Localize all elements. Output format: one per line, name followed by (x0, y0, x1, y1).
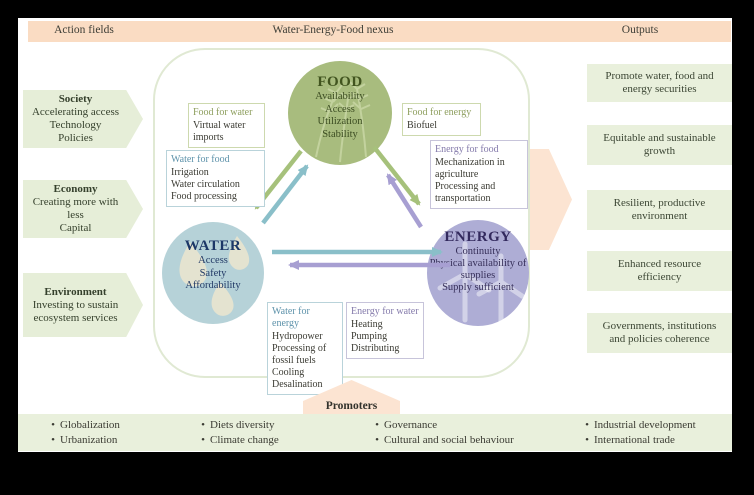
promoter-item: Cultural and social behaviour (384, 434, 514, 446)
promoters-column: • Diets diversity • Climate change (196, 418, 356, 448)
link-box-food-for-water: Food for water Virtual water imports (188, 103, 265, 148)
action-field-line: Policies (58, 132, 93, 144)
bullet-icon: • (51, 434, 55, 446)
link-box-water-for-food: Water for food Irrigation Water circulat… (166, 150, 265, 207)
header-action-fields: Action fields (54, 24, 114, 36)
water-drops-icon (179, 236, 250, 316)
link-box-item: Hydropower (272, 331, 323, 342)
promoter-item: Diets diversity (210, 419, 275, 431)
action-field-title: Society (58, 93, 93, 105)
link-box-header: Food for energy (407, 107, 472, 118)
promoter-item: Industrial development (594, 419, 696, 431)
node-food: FOOD Availability Access Utilization Sta… (288, 61, 392, 165)
promoters-column: • Governance • Cultural and social behavio… (370, 418, 575, 448)
action-field-line: Technology (49, 119, 102, 131)
link-box-item: Water circulation (171, 179, 240, 190)
link-box-food-for-energy: Food for energy Biofuel (402, 103, 481, 136)
node-water-title: WATER (184, 238, 242, 254)
node-food-item: Access (325, 103, 355, 115)
link-box-item: Food processing (171, 191, 237, 202)
link-box-item: Processing of fossil fuels (272, 343, 327, 366)
wind-turbine-icon (437, 241, 525, 326)
link-box-water-for-energy: Water for energy Hydropower Processing o… (267, 302, 343, 395)
link-box-header: Food for water (193, 107, 253, 118)
node-water: WATER Access Safety Affordability (162, 222, 264, 324)
bullet-icon: • (51, 419, 55, 431)
link-box-header: Water for food (171, 154, 230, 165)
link-box-energy-for-water: Energy for water Heating Pumping Distrib… (346, 302, 424, 359)
action-field-line: Accelerating access (31, 106, 120, 118)
node-water-item: Affordability (185, 280, 241, 291)
action-field-title: Economy (53, 183, 98, 195)
link-box-header: Water for energy (272, 306, 310, 329)
promoter-item: Urbanization (60, 434, 118, 446)
output-box: Promote water, food and energy securitie… (587, 64, 732, 102)
action-field-environment: Environment Investing to sustain ecosyst… (23, 273, 143, 337)
action-field-line: Creating more with less (32, 196, 119, 221)
action-field-line: Capital (59, 222, 92, 234)
node-water-item: Safety (199, 267, 227, 279)
node-energy-item: Physical availability of supplies (429, 258, 527, 281)
bullet-icon: • (375, 434, 379, 446)
link-box-item: Desalination (272, 379, 323, 390)
promoters-bar: • Globalization • Urbanization • Diets dive… (18, 414, 732, 451)
node-water-text: WATER Access Safety Affordability (162, 238, 264, 293)
action-field-economy: Economy Creating more with less Capital (23, 180, 143, 238)
link-box-item: Mechanization in agriculture (435, 157, 505, 180)
link-box-item: Processing and transportation (435, 181, 496, 204)
link-box-item: Cooling (272, 367, 305, 378)
link-box-header: Energy for food (435, 144, 499, 155)
action-field-society: Society Accelerating access Technology P… (23, 90, 143, 148)
header-band (28, 21, 731, 42)
node-food-item: Stability (322, 128, 358, 140)
output-box: Resilient, productive environment (587, 190, 732, 230)
node-food-title: FOOD (317, 74, 363, 90)
output-box: Governments, institutions and policies c… (587, 313, 732, 353)
bullet-icon: • (201, 434, 205, 446)
promoter-item: International trade (594, 434, 675, 446)
bullet-icon: • (585, 419, 589, 431)
bullet-icon: • (201, 419, 205, 431)
action-field-line: Investing to sustain ecosystem services (32, 298, 119, 324)
node-food-text: FOOD Availability Access Utilization Sta… (288, 74, 392, 141)
link-box-item: Distributing (351, 343, 400, 354)
promoters-column: • Globalization • Urbanization (46, 418, 186, 448)
wheat-icon (315, 81, 371, 163)
node-energy-item: Supply sufficient (442, 282, 514, 293)
node-energy-title: ENERGY (444, 229, 512, 245)
link-box-energy-for-food: Energy for food Mechanization in agricul… (430, 140, 528, 209)
promoter-item: Globalization (60, 419, 120, 431)
bullet-icon: • (585, 434, 589, 446)
link-box-item: Biofuel (407, 120, 437, 131)
promoters-column: • Industrial development • International t… (580, 418, 730, 448)
link-box-header: Energy for water (351, 306, 419, 317)
node-water-item: Access (198, 255, 228, 266)
link-box-item: Heating (351, 319, 383, 330)
link-box-item: Pumping (351, 331, 388, 342)
action-field-title: Environment (44, 285, 107, 298)
node-energy-text: ENERGY Continuity Physical availability … (427, 229, 529, 294)
header-nexus-title: Water-Energy-Food nexus (272, 24, 394, 36)
header-outputs: Outputs (621, 24, 659, 36)
node-food-item: Utilization (317, 116, 363, 127)
promoter-item: Climate change (210, 434, 279, 446)
link-box-item: Virtual water imports (193, 120, 246, 143)
node-energy-item: Continuity (455, 246, 501, 257)
node-food-item: Availability (315, 91, 365, 102)
bullet-icon: • (375, 419, 379, 431)
output-box: Enhanced resource efficiency (587, 251, 732, 291)
node-energy: ENERGY Continuity Physical availability … (427, 220, 529, 326)
output-box: Equitable and sustainable growth (587, 125, 732, 165)
promoter-item: Governance (384, 419, 438, 431)
link-box-item: Irrigation (171, 167, 209, 178)
